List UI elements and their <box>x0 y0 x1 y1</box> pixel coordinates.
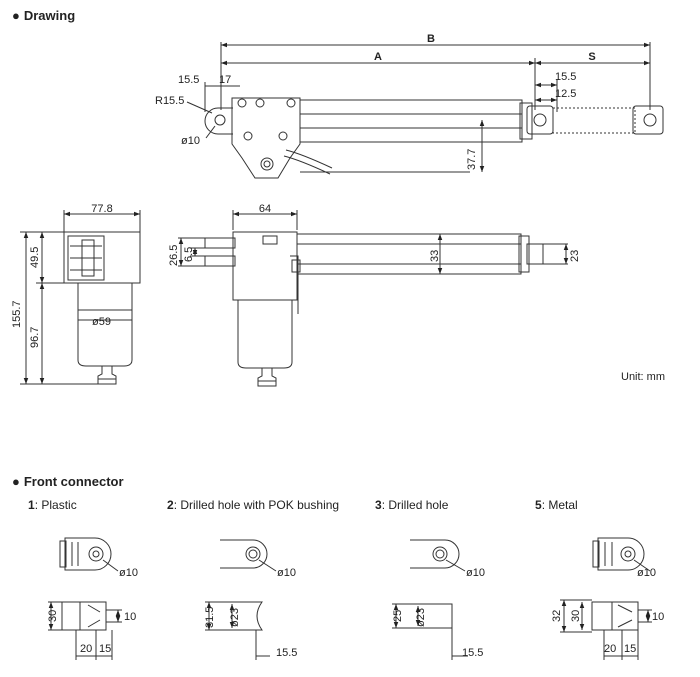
c3-phi: ø10 <box>466 567 485 579</box>
c5-h3: 10 <box>652 611 664 623</box>
dim-96-7: 96.7 <box>29 327 41 348</box>
connector-2-label: 2: Drilled hole with POK bushing <box>167 498 340 512</box>
c5-phi: ø10 <box>637 567 656 579</box>
top-view-actuator <box>186 42 664 179</box>
c1-w2: 15 <box>99 643 111 655</box>
dim-33: 33 <box>429 250 441 262</box>
c5-h1: 32 <box>551 610 563 622</box>
drawing-title-text: Drawing <box>23 8 76 23</box>
end-view <box>20 210 141 385</box>
connector-2-drawing <box>205 539 277 660</box>
c1-phi: ø10 <box>119 567 138 579</box>
c1-w1: 20 <box>80 643 92 655</box>
dimension-labels: B A S 15.5 17 R15.5 ø10 15.5 12.5 37.7 7… <box>11 33 664 659</box>
dim-17: 17 <box>219 74 231 86</box>
connector-5-drawing <box>560 537 652 660</box>
dim-S: S <box>588 51 595 63</box>
c2-h2: ø23 <box>229 608 241 627</box>
side-view <box>178 210 569 387</box>
dim-37-7: 37.7 <box>466 149 478 170</box>
c5-w1: 20 <box>604 643 616 655</box>
connector-1-drawing <box>48 537 122 660</box>
dim-155-7: 155.7 <box>11 300 23 328</box>
c2-h1: 31.5 <box>204 607 216 628</box>
c3-w1: 15.5 <box>462 647 483 659</box>
dim-phi59: ø59 <box>92 316 111 328</box>
c3-h2: ø23 <box>415 608 427 627</box>
dim-23: 23 <box>569 250 581 262</box>
dim-phi10-top: ø10 <box>181 135 200 147</box>
c1-h1: 30 <box>47 610 59 622</box>
c2-w1: 15.5 <box>276 647 297 659</box>
c5-w2: 15 <box>624 643 636 655</box>
drawing-section-title: ●Drawing <box>12 8 76 23</box>
dim-26-5: 26.5 <box>168 245 180 266</box>
connector-3-drawing <box>392 539 468 660</box>
c3-h1: 25 <box>392 610 404 622</box>
dim-15-5-stroke: 15.5 <box>555 71 576 83</box>
dim-A: A <box>374 51 382 63</box>
connector-3-label: 3: Drilled hole <box>375 498 449 512</box>
unit-label: Unit: mm <box>621 371 665 383</box>
dim-15-5-left: 15.5 <box>178 74 199 86</box>
connector-1-label: 1: Plastic <box>28 498 77 512</box>
dim-49-5: 49.5 <box>29 247 41 268</box>
c5-h2: 30 <box>570 610 582 622</box>
dim-B: B <box>427 33 435 45</box>
c2-phi: ø10 <box>277 567 296 579</box>
dim-77-8: 77.8 <box>91 203 112 215</box>
front-connector-section-title: ●Front connector <box>12 474 124 489</box>
dim-64: 64 <box>259 203 271 215</box>
c1-h2: 10 <box>124 611 136 623</box>
connector-5-label: 5: Metal <box>535 498 578 512</box>
dim-12-5: 12.5 <box>555 88 576 100</box>
dim-6-5: 6.5 <box>183 247 195 262</box>
front-title-text: Front connector <box>23 474 124 489</box>
dim-r15-5: R15.5 <box>155 95 184 107</box>
